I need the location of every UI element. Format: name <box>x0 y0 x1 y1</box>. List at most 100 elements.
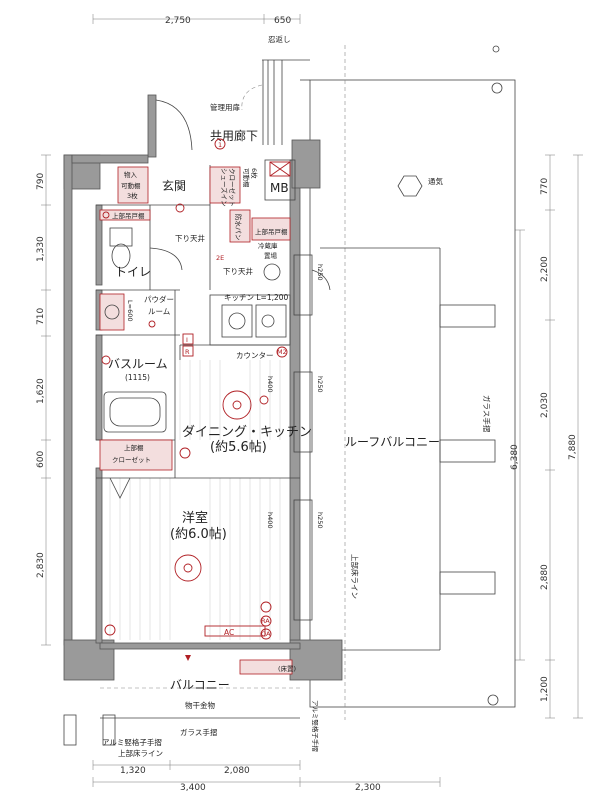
toilet-door-swing-icon <box>149 247 183 271</box>
marker-r-box <box>182 345 194 357</box>
sink-counter <box>221 304 253 338</box>
dim-bottom-2080: 2,080 <box>224 766 250 776</box>
drain-icon-upper <box>491 82 503 94</box>
ceiling-h400-b: h400 <box>266 512 274 529</box>
western-room-size-label: (約6.0帖) <box>170 527 227 542</box>
shared-corridor: 共用廊下 管理用扉 忍返し 1 MB <box>155 35 296 201</box>
kitchen-ceiling-label: 下り天井 <box>223 266 253 276</box>
aluminum-lattice-label: アルミ竪格子手摺 <box>102 737 162 747</box>
powder-light-icon <box>148 320 156 328</box>
ac-box <box>204 625 266 637</box>
dim-bottom-2300: 2,300 <box>355 783 381 793</box>
dining-light-icon <box>222 390 252 420</box>
dim-bottom-1320: 1,320 <box>120 766 146 776</box>
aluminum-lattice-right-label: アルミ竪格子手摺 <box>311 700 320 752</box>
entrance-light-icon <box>175 203 185 213</box>
marker-oa-icon <box>260 628 272 640</box>
dining-kitchen: ダイニング・キッチン (約5.6帖) h400 <box>182 376 312 455</box>
dim-left-710: 710 <box>36 308 46 325</box>
storage-box <box>117 166 149 204</box>
marker-m2-icon <box>276 346 288 358</box>
ceiling-h400-a: h400 <box>266 376 274 393</box>
upper-floor-line-label: 上部床ライン <box>350 554 360 599</box>
western-light-icon <box>174 554 202 582</box>
stove-counter <box>255 304 287 338</box>
windows: h250 h250 h250 <box>293 254 331 621</box>
bottom-dimensions: 1,320 2,080 3,400 2,300 <box>92 760 441 793</box>
kitchen: カウンター I R M2 <box>182 304 288 360</box>
drain-icon-top <box>492 45 500 53</box>
dim-right-770: 770 <box>540 178 550 195</box>
toilet-tank-icon <box>109 227 133 247</box>
powder-room-label-1: パウダー <box>144 294 174 304</box>
dim-right-2030: 2,030 <box>540 392 550 418</box>
door-swing-icon-2 <box>241 84 263 111</box>
marker-i-box <box>182 333 194 345</box>
dim-left-1620: 1,620 <box>36 378 46 404</box>
powder-shelf-box <box>99 293 125 331</box>
bathroom-size-label: (1115) <box>125 373 150 382</box>
storage-shelf-count: 3枚 <box>127 191 138 200</box>
window-swing-icon <box>311 269 331 291</box>
dim-right-2880: 2,880 <box>540 564 550 590</box>
closet-label: クローゼット <box>112 455 151 464</box>
ventilation-label: 通気 <box>428 176 443 186</box>
movable-shelf-label: 可動棚 <box>242 168 251 188</box>
lattice-post-right <box>102 714 116 746</box>
left-dimensions: 790 1,330 710 1,620 600 2,830 <box>36 154 51 646</box>
marker-i-label: I <box>186 336 188 344</box>
bathroom: バスルーム (1115) <box>101 355 168 433</box>
railing-post-1 <box>439 304 496 328</box>
waterproof-pan-label: 防水パン <box>234 214 243 240</box>
marker-ra-icon <box>260 615 272 627</box>
washing-machine-icon <box>263 263 281 281</box>
closet-door-icon <box>109 477 131 499</box>
toilet-icon <box>111 243 131 269</box>
dining-kitchen-label: ダイニング・キッチン <box>182 425 312 440</box>
ceiling-h250-a: h250 <box>316 264 324 281</box>
western-room-label: 洋室 <box>182 510 208 526</box>
drain-marker-icon <box>185 655 191 661</box>
ceiling-h250-b: h250 <box>316 376 324 393</box>
glass-railing-bottom-label: ガラス手摺 <box>180 727 217 737</box>
l600-label: L=600 <box>126 300 134 321</box>
closet: 上部棚 クローゼット <box>99 439 191 499</box>
dim-top-650: 650 <box>274 16 291 26</box>
kitchen-length-label: キッチン L=1,200 <box>224 293 289 302</box>
drying-hardware-label: 物干金物 <box>185 700 215 710</box>
roof-balcony-area: 通気 ルーフバルコニー ガラス手摺 上部床ライン <box>309 45 516 720</box>
shoes-closet-label-2: クローゼット <box>228 168 237 207</box>
waterproof-pan-box <box>229 209 251 243</box>
marker-2e-label: 2E <box>216 254 224 262</box>
bathroom-label: バスルーム <box>108 357 168 371</box>
shinobi-gaeshi-label: 忍返し <box>268 35 291 44</box>
closet-upper-shelf-label: 上部棚 <box>124 443 144 452</box>
powder-room: パウダー ルーム L=600 <box>99 293 174 331</box>
upper-floor-line-bottom-label: 上部床ライン <box>118 748 163 758</box>
storage-box-label: (床置) <box>278 664 296 673</box>
mb-label: MB <box>270 181 289 195</box>
dim-left-600: 600 <box>36 451 46 468</box>
railing-post-2 <box>439 439 496 463</box>
top-dimensions: 2,750 650 <box>92 14 301 26</box>
movable-shelf-count: 6枚 <box>250 168 259 179</box>
marker-ra-label: RA <box>261 617 270 625</box>
toilet-upper-shelf-label: 上部吊戸棚 <box>112 211 145 220</box>
storage-label: 物入 <box>124 170 138 179</box>
counter-label: カウンター <box>236 351 274 360</box>
marker-m2-label: M2 <box>277 348 287 356</box>
bathroom-light-icon <box>101 355 111 365</box>
dim-top-2750: 2,750 <box>165 16 191 26</box>
dim-bottom-3400: 3,400 <box>180 783 206 793</box>
toilet-light-icon <box>102 211 110 219</box>
fridge-label: 冷蔵庫 <box>258 241 278 250</box>
toilet-room: 上部吊戸棚 トイレ 下り天井 <box>99 209 205 279</box>
right-dimensions: 770 2,200 2,030 2,880 1,200 6,380 7,880 <box>510 154 583 719</box>
closet-box <box>99 439 173 471</box>
dining-outlet-icon <box>259 395 269 405</box>
ventilation-icon <box>397 175 423 197</box>
dim-right-7880: 7,880 <box>568 434 578 460</box>
mb-meter-icon <box>269 161 291 177</box>
drain-icon-lower <box>487 694 499 706</box>
marker-1b-icon <box>260 601 272 613</box>
